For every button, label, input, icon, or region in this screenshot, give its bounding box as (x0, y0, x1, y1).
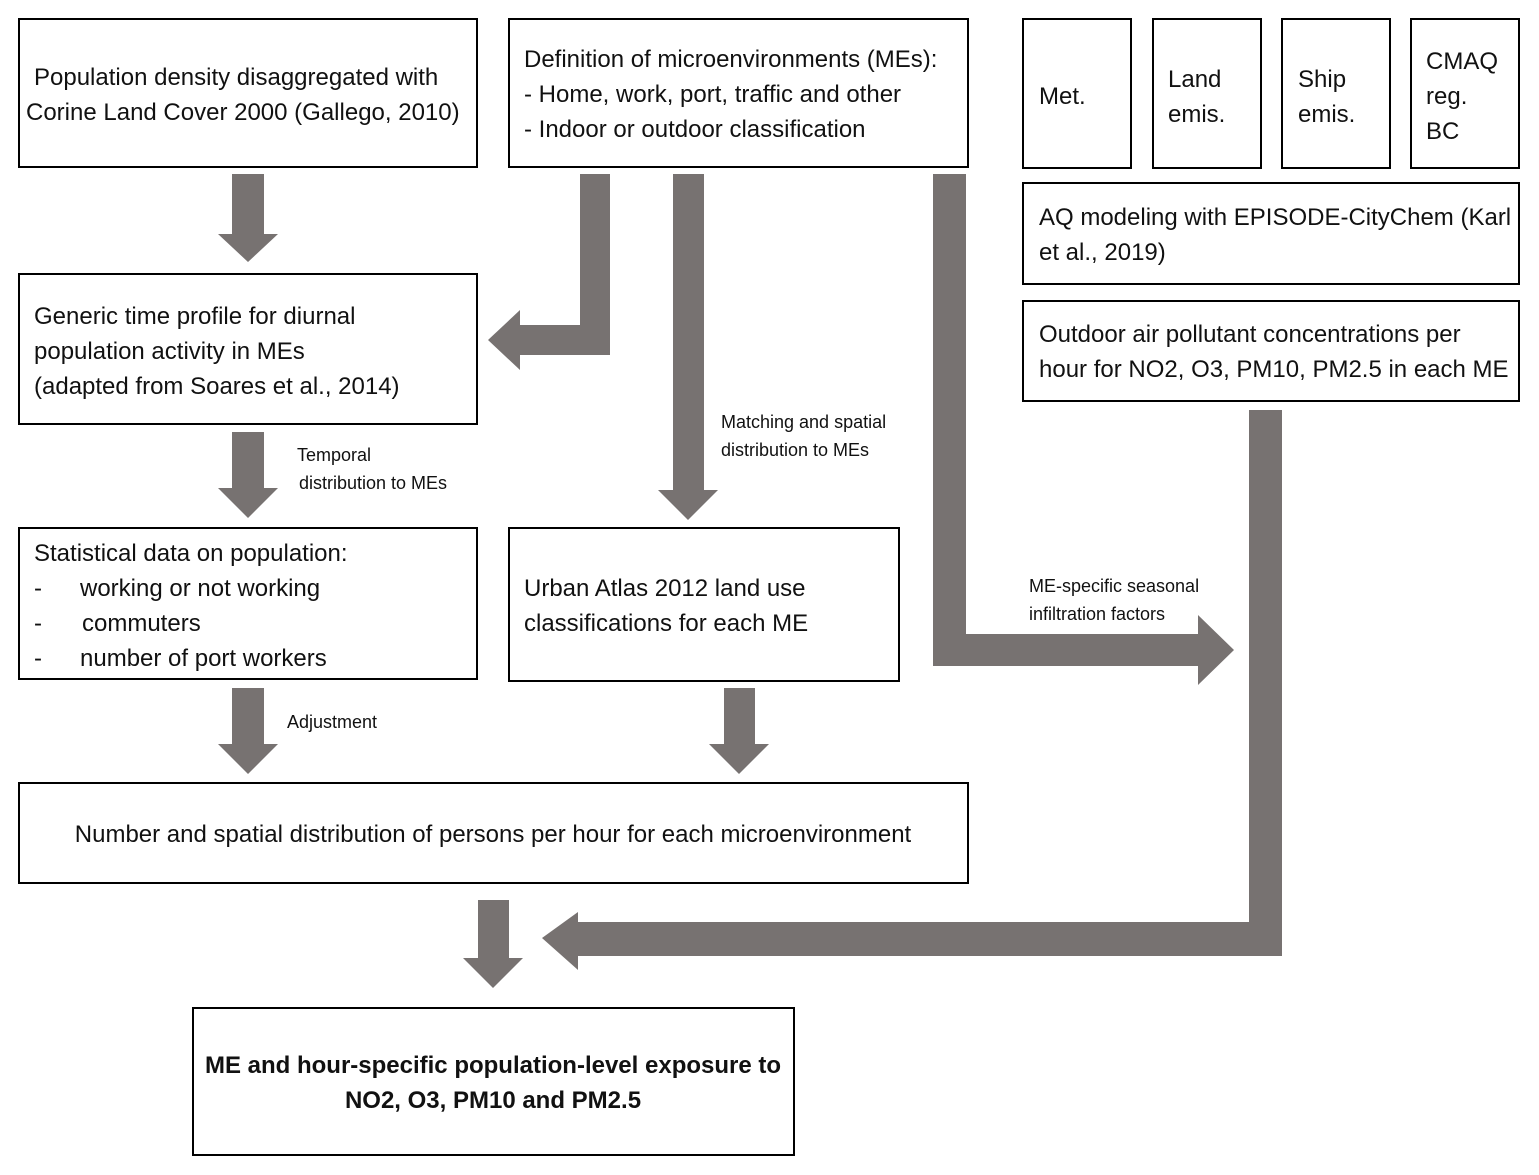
microenvironments-text: Definition of microenvironments (MEs): -… (524, 42, 937, 147)
met-text: Met. (1039, 83, 1086, 110)
time-profile-text: Generic time profile for diurnal populat… (34, 299, 400, 404)
ship-emis-line-1: Ship (1298, 66, 1347, 93)
ship-emis-box: Ship emis. (1281, 18, 1391, 169)
time-profile-line-2: population activity in MEs (34, 338, 305, 365)
microenvironments-box: Definition of microenvironments (MEs): -… (508, 18, 969, 168)
arrow-persons-to-exposure (463, 900, 523, 988)
list-bullet: - (34, 645, 42, 672)
population-density-line-1: Population density disaggregated with (34, 64, 439, 91)
met-box: Met. (1022, 18, 1132, 169)
population-density-text: Population density disaggregated with Co… (26, 60, 460, 130)
time-profile-box: Generic time profile for diurnal populat… (18, 273, 478, 425)
list-bullet: - (34, 610, 42, 637)
statistical-data-box: Statistical data on population: - working… (18, 527, 478, 680)
microenvironments-line-2: - Home, work, port, traffic and other (524, 81, 902, 108)
arrow-mes-to-profile (488, 174, 610, 370)
arrow-mes-to-urban-atlas (658, 174, 718, 520)
microenvironments-line-1: Definition of microenvironments (MEs): (524, 46, 938, 73)
statistical-data-text: Statistical data on population: - working… (34, 536, 348, 676)
cmaq-box: CMAQ reg. BC (1410, 18, 1520, 169)
persons-distribution-text: Number and spatial distribution of perso… (74, 821, 912, 848)
land-emis-text: Land emis. (1168, 62, 1225, 132)
aq-modeling-line-1: AQ modeling with EPISODE-CityChem (Karl (1039, 204, 1512, 231)
urban-atlas-text: Urban Atlas 2012 land use classification… (524, 571, 808, 641)
matching-label-line-2: distribution to MEs (721, 440, 870, 460)
exposure-text: ME and hour-specific population-level ex… (194, 1048, 792, 1118)
aq-modeling-text: AQ modeling with EPISODE-CityChem (Karl … (1039, 200, 1511, 270)
outdoor-concentrations-text: Outdoor air pollutant concentrations per… (1039, 317, 1509, 387)
statistical-data-item-text: working or not working (80, 575, 321, 602)
temporal-label-line-1: Temporal (297, 445, 372, 465)
exposure-box: ME and hour-specific population-level ex… (192, 1007, 795, 1156)
temporal-distribution-label: Temporal distribution to MEs (297, 441, 447, 497)
infiltration-label-line-1: ME-specific seasonal (1029, 576, 1200, 596)
exposure-line-2: NO2, O3, PM10 and PM2.5 (344, 1087, 642, 1114)
outdoor-concentrations-box: Outdoor air pollutant concentrations per… (1022, 300, 1520, 402)
aq-modeling-line-2: et al., 2019) (1039, 239, 1166, 266)
population-density-box: Population density disaggregated with Co… (18, 18, 478, 168)
population-density-line-2: Corine Land Cover 2000 (Gallego, 2010) (26, 99, 460, 126)
arrow-density-to-profile (218, 174, 278, 262)
statistical-data-item: - commuters (34, 606, 348, 641)
cmaq-text: CMAQ reg. BC (1426, 44, 1498, 149)
arrow-profile-to-statistics (218, 432, 278, 518)
arrow-concentrations-to-exposure (542, 410, 1282, 970)
cmaq-line-2: reg. (1426, 83, 1468, 110)
statistical-data-item-text: commuters (82, 610, 201, 637)
cmaq-line-3: BC (1426, 118, 1460, 145)
urban-atlas-box: Urban Atlas 2012 land use classification… (508, 527, 900, 682)
ship-emis-text: Ship emis. (1298, 62, 1355, 132)
matching-label: Matching and spatial distribution to MEs (721, 408, 886, 464)
urban-atlas-line-2: classifications for each ME (524, 610, 809, 637)
land-emis-line-2: emis. (1168, 101, 1226, 128)
persons-distribution-box: Number and spatial distribution of perso… (18, 782, 969, 884)
outdoor-concentrations-line-1: Outdoor air pollutant concentrations per (1039, 321, 1461, 348)
land-emis-line-1: Land (1168, 66, 1222, 93)
microenvironments-line-3: - Indoor or outdoor classification (524, 116, 866, 143)
cmaq-line-1: CMAQ (1426, 48, 1498, 75)
ship-emis-line-2: emis. (1298, 101, 1356, 128)
arrow-urban-atlas-to-persons (709, 688, 769, 774)
list-bullet: - (34, 575, 42, 602)
statistical-data-title: Statistical data on population: (34, 540, 348, 567)
land-emis-box: Land emis. (1152, 18, 1262, 169)
temporal-label-line-2: distribution to MEs (299, 473, 448, 493)
infiltration-label: ME-specific seasonal infiltration factor… (1029, 572, 1199, 628)
time-profile-line-1: Generic time profile for diurnal (34, 303, 356, 330)
aq-modeling-box: AQ modeling with EPISODE-CityChem (Karl … (1022, 182, 1520, 285)
statistical-data-item: - number of port workers (34, 641, 348, 676)
matching-label-line-1: Matching and spatial (721, 412, 887, 432)
arrow-statistics-to-persons (218, 688, 278, 774)
time-profile-line-3: (adapted from Soares et al., 2014) (34, 373, 400, 400)
statistical-data-item-text: number of port workers (80, 645, 327, 672)
adjustment-label: Adjustment (287, 712, 378, 732)
urban-atlas-line-1: Urban Atlas 2012 land use (524, 575, 806, 602)
outdoor-concentrations-line-2: hour for NO2, O3, PM10, PM2.5 in each ME (1039, 356, 1509, 383)
exposure-line-1: ME and hour-specific population-level ex… (204, 1052, 782, 1079)
arrow-mes-to-infiltration (933, 174, 1234, 685)
statistical-data-item: - working or not working (34, 571, 348, 606)
infiltration-label-line-2: infiltration factors (1029, 604, 1166, 624)
